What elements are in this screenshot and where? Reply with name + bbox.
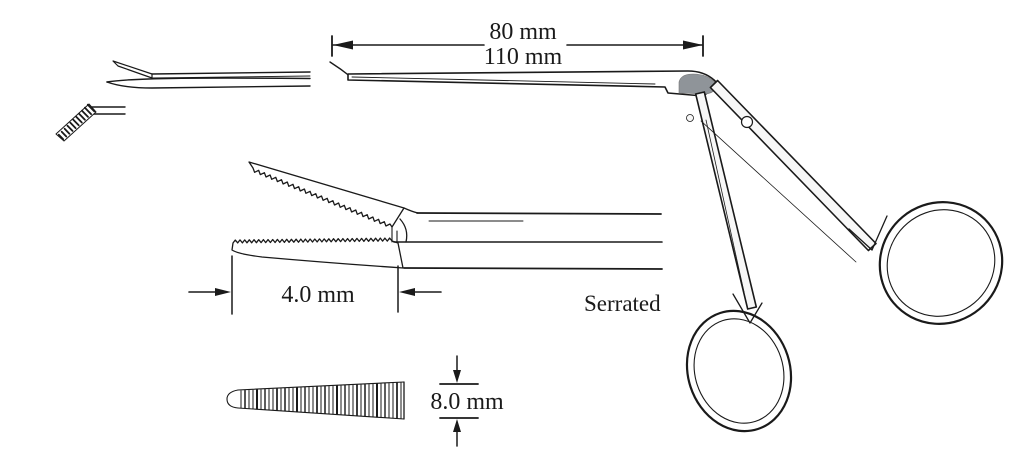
label-8mm: 8.0 mm — [430, 389, 504, 415]
handle-knob-icon — [740, 115, 754, 129]
label-4mm: 4.0 mm — [281, 282, 355, 308]
label-110mm: 110 mm — [484, 44, 563, 70]
arrowhead-right-icon — [215, 288, 231, 296]
dimension-8mm: 8.0 mm — [430, 355, 504, 447]
dimension-80-110: 80 mm 110 mm — [331, 19, 704, 70]
jaw-closeup-view — [231, 161, 663, 270]
finger-ring-left-outer — [685, 309, 793, 433]
main-instrument-view — [329, 61, 1004, 433]
jaw-top-view-serration-stripes — [240, 382, 402, 419]
label-80mm: 80 mm — [489, 19, 557, 45]
main-shaft — [347, 70, 720, 97]
closeup-hinge-boss — [399, 218, 408, 243]
finger-ring-right-outer — [878, 201, 1004, 325]
handle-arm-left — [694, 91, 758, 310]
arrowhead-left-icon — [333, 40, 353, 50]
finger-ring-left-inner — [693, 318, 785, 424]
detail-upper-jaw — [112, 60, 153, 79]
dimension-4mm: 4.0 mm — [188, 255, 442, 315]
finger-ring-right-inner — [886, 209, 996, 317]
jaw-top-view — [226, 381, 405, 420]
closeup-lower-jaw-serrated — [231, 237, 404, 269]
label-serrated: Serrated — [584, 291, 661, 316]
tip-detail-angled-view — [55, 103, 126, 142]
arrowhead-down-icon — [453, 370, 461, 383]
pivot-shade — [678, 73, 718, 95]
arrowhead-right-icon — [683, 40, 703, 50]
closeup-shaft-bottom-line — [403, 267, 663, 270]
tip-detail-open-view — [106, 60, 311, 89]
pivot-screw-icon — [686, 114, 694, 122]
closeup-upper-jaw-serrated — [248, 161, 405, 228]
arrowhead-left-icon — [399, 288, 415, 296]
closeup-shaft-top-line — [416, 212, 662, 215]
angled-band-serrations — [57, 103, 96, 141]
ring-left-junction — [732, 293, 763, 324]
ring-right-junction — [848, 215, 888, 251]
arrowhead-up-icon — [453, 419, 461, 432]
